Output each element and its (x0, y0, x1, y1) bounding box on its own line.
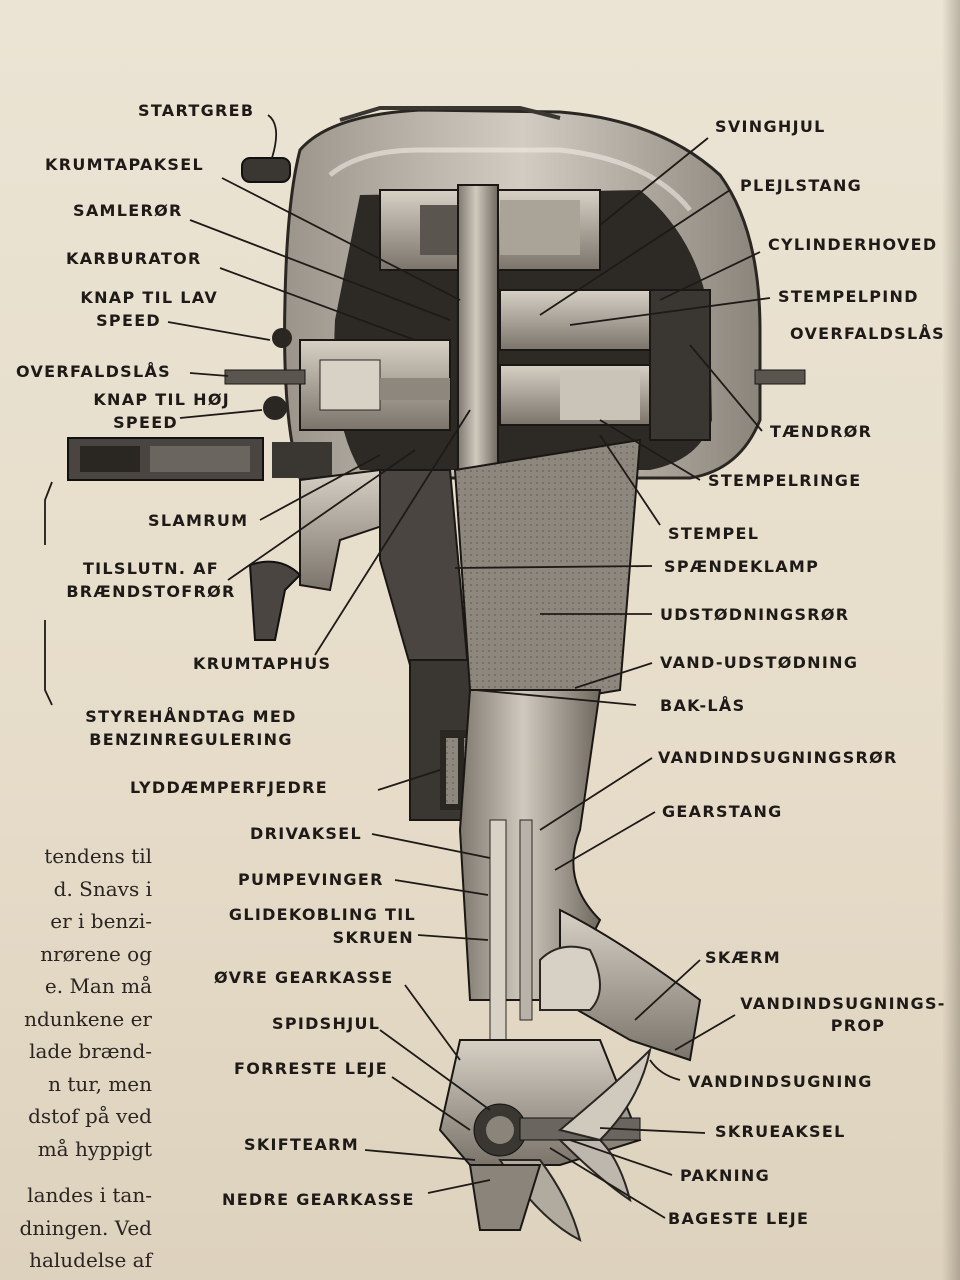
label-vandindsugning: VANDINDSUGNING (688, 1072, 873, 1091)
left-latch (224, 369, 306, 385)
label-pumpevinger: PUMPEVINGER (238, 870, 384, 889)
label-gearstang: GEARSTANG (662, 802, 783, 821)
body-text-line: landes i tan- (27, 1183, 152, 1207)
label-stempelpind: STEMPELPIND (778, 287, 919, 306)
leader-lines (44, 114, 771, 1219)
label-stempelringe: STEMPELRINGE (708, 471, 862, 490)
label-drivaksel: DRIVAKSEL (250, 824, 362, 843)
gear-rod (519, 819, 533, 1021)
label-knap-hoj-line2: SPEED (113, 413, 178, 432)
label-tilslutn-line1: TILSLUTN. AF (82, 559, 220, 578)
starter-grip (241, 157, 291, 183)
label-skrueaksel: SKRUEAKSEL (715, 1122, 846, 1141)
body-text-line: må hyppigt (37, 1136, 152, 1161)
label-vandindsugningsprop-line2: PROP (830, 1016, 886, 1035)
label-pakning: PAKNING (680, 1166, 771, 1185)
body-text-line: d. Snavs i (53, 876, 152, 901)
body-text-line: e. Man må (44, 974, 152, 998)
label-lyddaemperfjedre: LYDDÆMPERFJEDRE (130, 778, 328, 797)
body-text-line: nrørene og (40, 941, 152, 966)
body-text-line: n tur, men (48, 1071, 152, 1096)
label-plejlstang: PLEJLSTANG (740, 176, 863, 195)
label-ovre-gearkasse: ØVRE GEARKASSE (214, 968, 394, 987)
label-glidekobling-line2: SKRUEN (332, 928, 414, 947)
label-forreste-leje: FORRESTE LEJE (234, 1059, 388, 1078)
label-startgreb: STARTGREB (138, 101, 255, 120)
skeg (468, 1164, 542, 1231)
body-text-line: er i benzi- (50, 909, 152, 933)
label-glidekobling-line1: GLIDEKOBLING TIL (228, 905, 416, 924)
label-skiftearm: SKIFTEARM (244, 1135, 359, 1154)
cavitation-plate (559, 908, 702, 1062)
label-overfaldslas-right: OVERFALDSLÅS (790, 324, 945, 343)
carburetor (299, 339, 451, 431)
page-edge-shadow (942, 0, 960, 1280)
cylinder-block (499, 289, 711, 441)
label-styrehandtag-line1: STYREHÅNDTAG MED (85, 707, 297, 726)
label-spidshjul: SPIDSHJUL (272, 1014, 381, 1033)
label-samleror: SAMLERØR (73, 201, 183, 220)
label-stempel: STEMPEL (668, 524, 760, 543)
label-vandindsugningsror: VANDINDSUGNINGSRØR (658, 748, 898, 767)
low-speed-knob (272, 328, 292, 348)
label-nedre-gearkasse: NEDRE GEARKASSE (222, 1190, 415, 1209)
label-spaendeklamp: SPÆNDEKLAMP (664, 557, 820, 576)
exhaust-housing (453, 438, 642, 702)
label-overfaldslas-left: OVERFALDSLÅS (16, 362, 171, 381)
fuel-connector (67, 437, 332, 481)
crankshaft (457, 184, 499, 516)
label-knap-lav-line1: KNAP TIL LAV (80, 288, 218, 307)
label-knap-lav-line2: SPEED (96, 311, 161, 330)
body-text-line: haludelse af (29, 1248, 152, 1272)
label-krumtapaksel: KRUMTAPAKSEL (45, 155, 204, 174)
label-styrehandtag-line2: BENZINREGULERING (89, 730, 293, 749)
label-slamrum: SLAMRUM (148, 511, 249, 530)
high-speed-knob (263, 396, 287, 420)
label-karburator: KARBURATOR (66, 249, 202, 268)
body-text-line: dstof på ved (28, 1104, 152, 1128)
body-text-column: tendens til d. Snavs i er i benzi- nrøre… (0, 840, 152, 1277)
right-latch (754, 369, 806, 385)
label-cylinderhoved: CYLINDERHOVED (768, 235, 938, 254)
body-text-line: dningen. Ved (19, 1215, 152, 1240)
label-bageste-leje: BAGESTE LEJE (668, 1209, 810, 1228)
label-knap-hoj-line1: KNAP TIL HØJ (93, 390, 230, 409)
label-krumtaphus: KRUMTAPHUS (193, 654, 332, 673)
label-vandindsugningsprop-line1: VANDINDSUGNINGS- (740, 994, 946, 1013)
body-text-line: lade brænd- (29, 1039, 152, 1063)
label-udstodningsror: UDSTØDNINGSRØR (660, 605, 850, 624)
label-tilslutn-line2: BRÆNDSTOFRØR (66, 582, 236, 601)
label-taendror: TÆNDRØR (770, 422, 873, 441)
label-svinghjul: SVINGHJUL (715, 117, 826, 136)
body-text-line: ndunkene er (24, 1006, 152, 1031)
label-bak-las: BAK-LÅS (660, 696, 746, 715)
body-text-line (0, 1165, 152, 1179)
body-text-line: tendens til (44, 844, 152, 868)
label-vand-udstodning: VAND-UDSTØDNING (660, 653, 859, 672)
label-skaerm: SKÆRM (705, 948, 782, 967)
